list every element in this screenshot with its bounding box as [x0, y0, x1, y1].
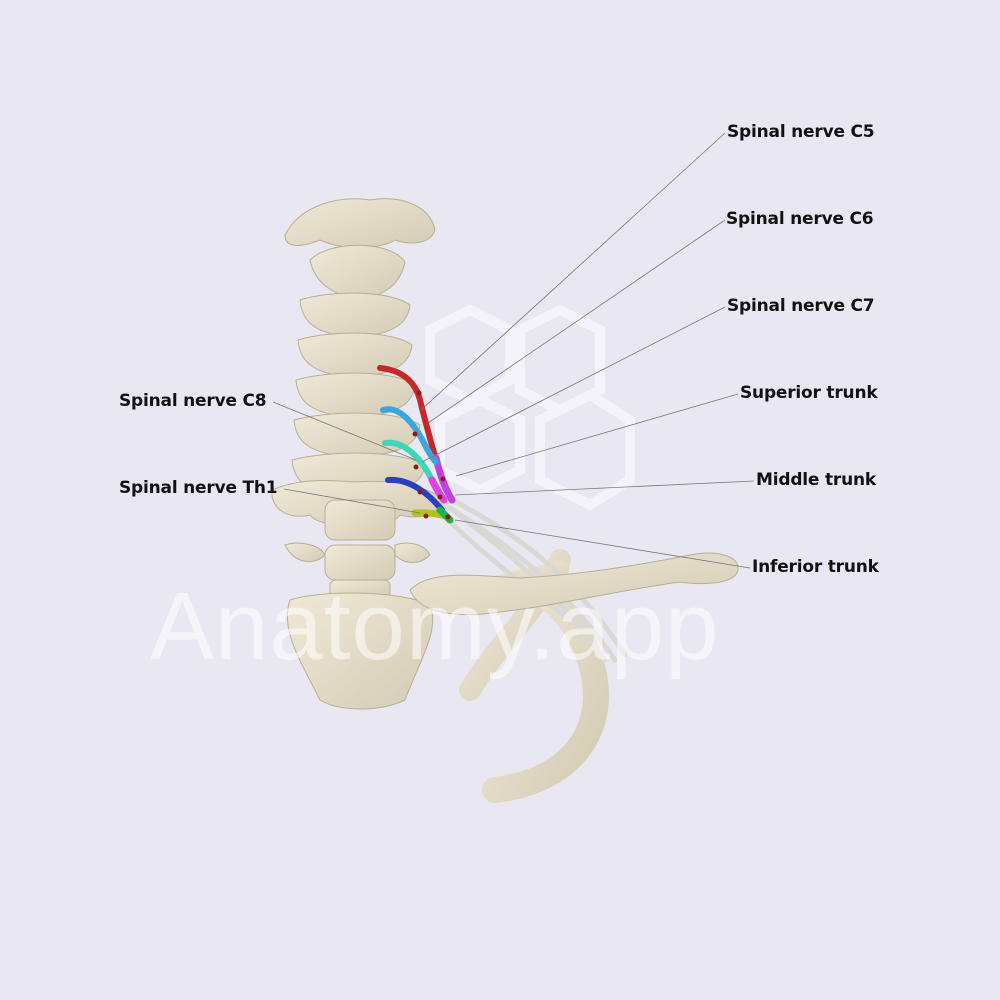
- label-spinal-nerve-c6: Spinal nerve C6: [726, 209, 874, 229]
- nerve-markers: [412, 390, 451, 520]
- inferior-trunk-segment: [436, 506, 454, 524]
- label-middle-trunk: Middle trunk: [756, 470, 876, 490]
- label-superior-trunk: Superior trunk: [740, 383, 878, 403]
- middle-trunk-segment: [428, 476, 448, 504]
- label-spinal-nerve-th1: Spinal nerve Th1: [119, 478, 278, 498]
- watermark-logo-icon: [425, 304, 635, 511]
- nerve-c6: [380, 406, 439, 465]
- leader-lines: [272, 132, 755, 569]
- clavicle: [409, 552, 739, 616]
- nerve-c8: [385, 476, 445, 513]
- label-inferior-trunk: Inferior trunk: [752, 557, 879, 577]
- plexus-cords: [442, 497, 628, 663]
- nerve-c7: [382, 439, 435, 483]
- watermark-text: Anatomy.app: [150, 573, 720, 680]
- nerve-c5: [377, 365, 439, 463]
- label-spinal-nerve-c8: Spinal nerve C8: [119, 391, 267, 411]
- label-spinal-nerve-c7: Spinal nerve C7: [727, 296, 875, 316]
- label-spinal-nerve-c5: Spinal nerve C5: [727, 122, 875, 142]
